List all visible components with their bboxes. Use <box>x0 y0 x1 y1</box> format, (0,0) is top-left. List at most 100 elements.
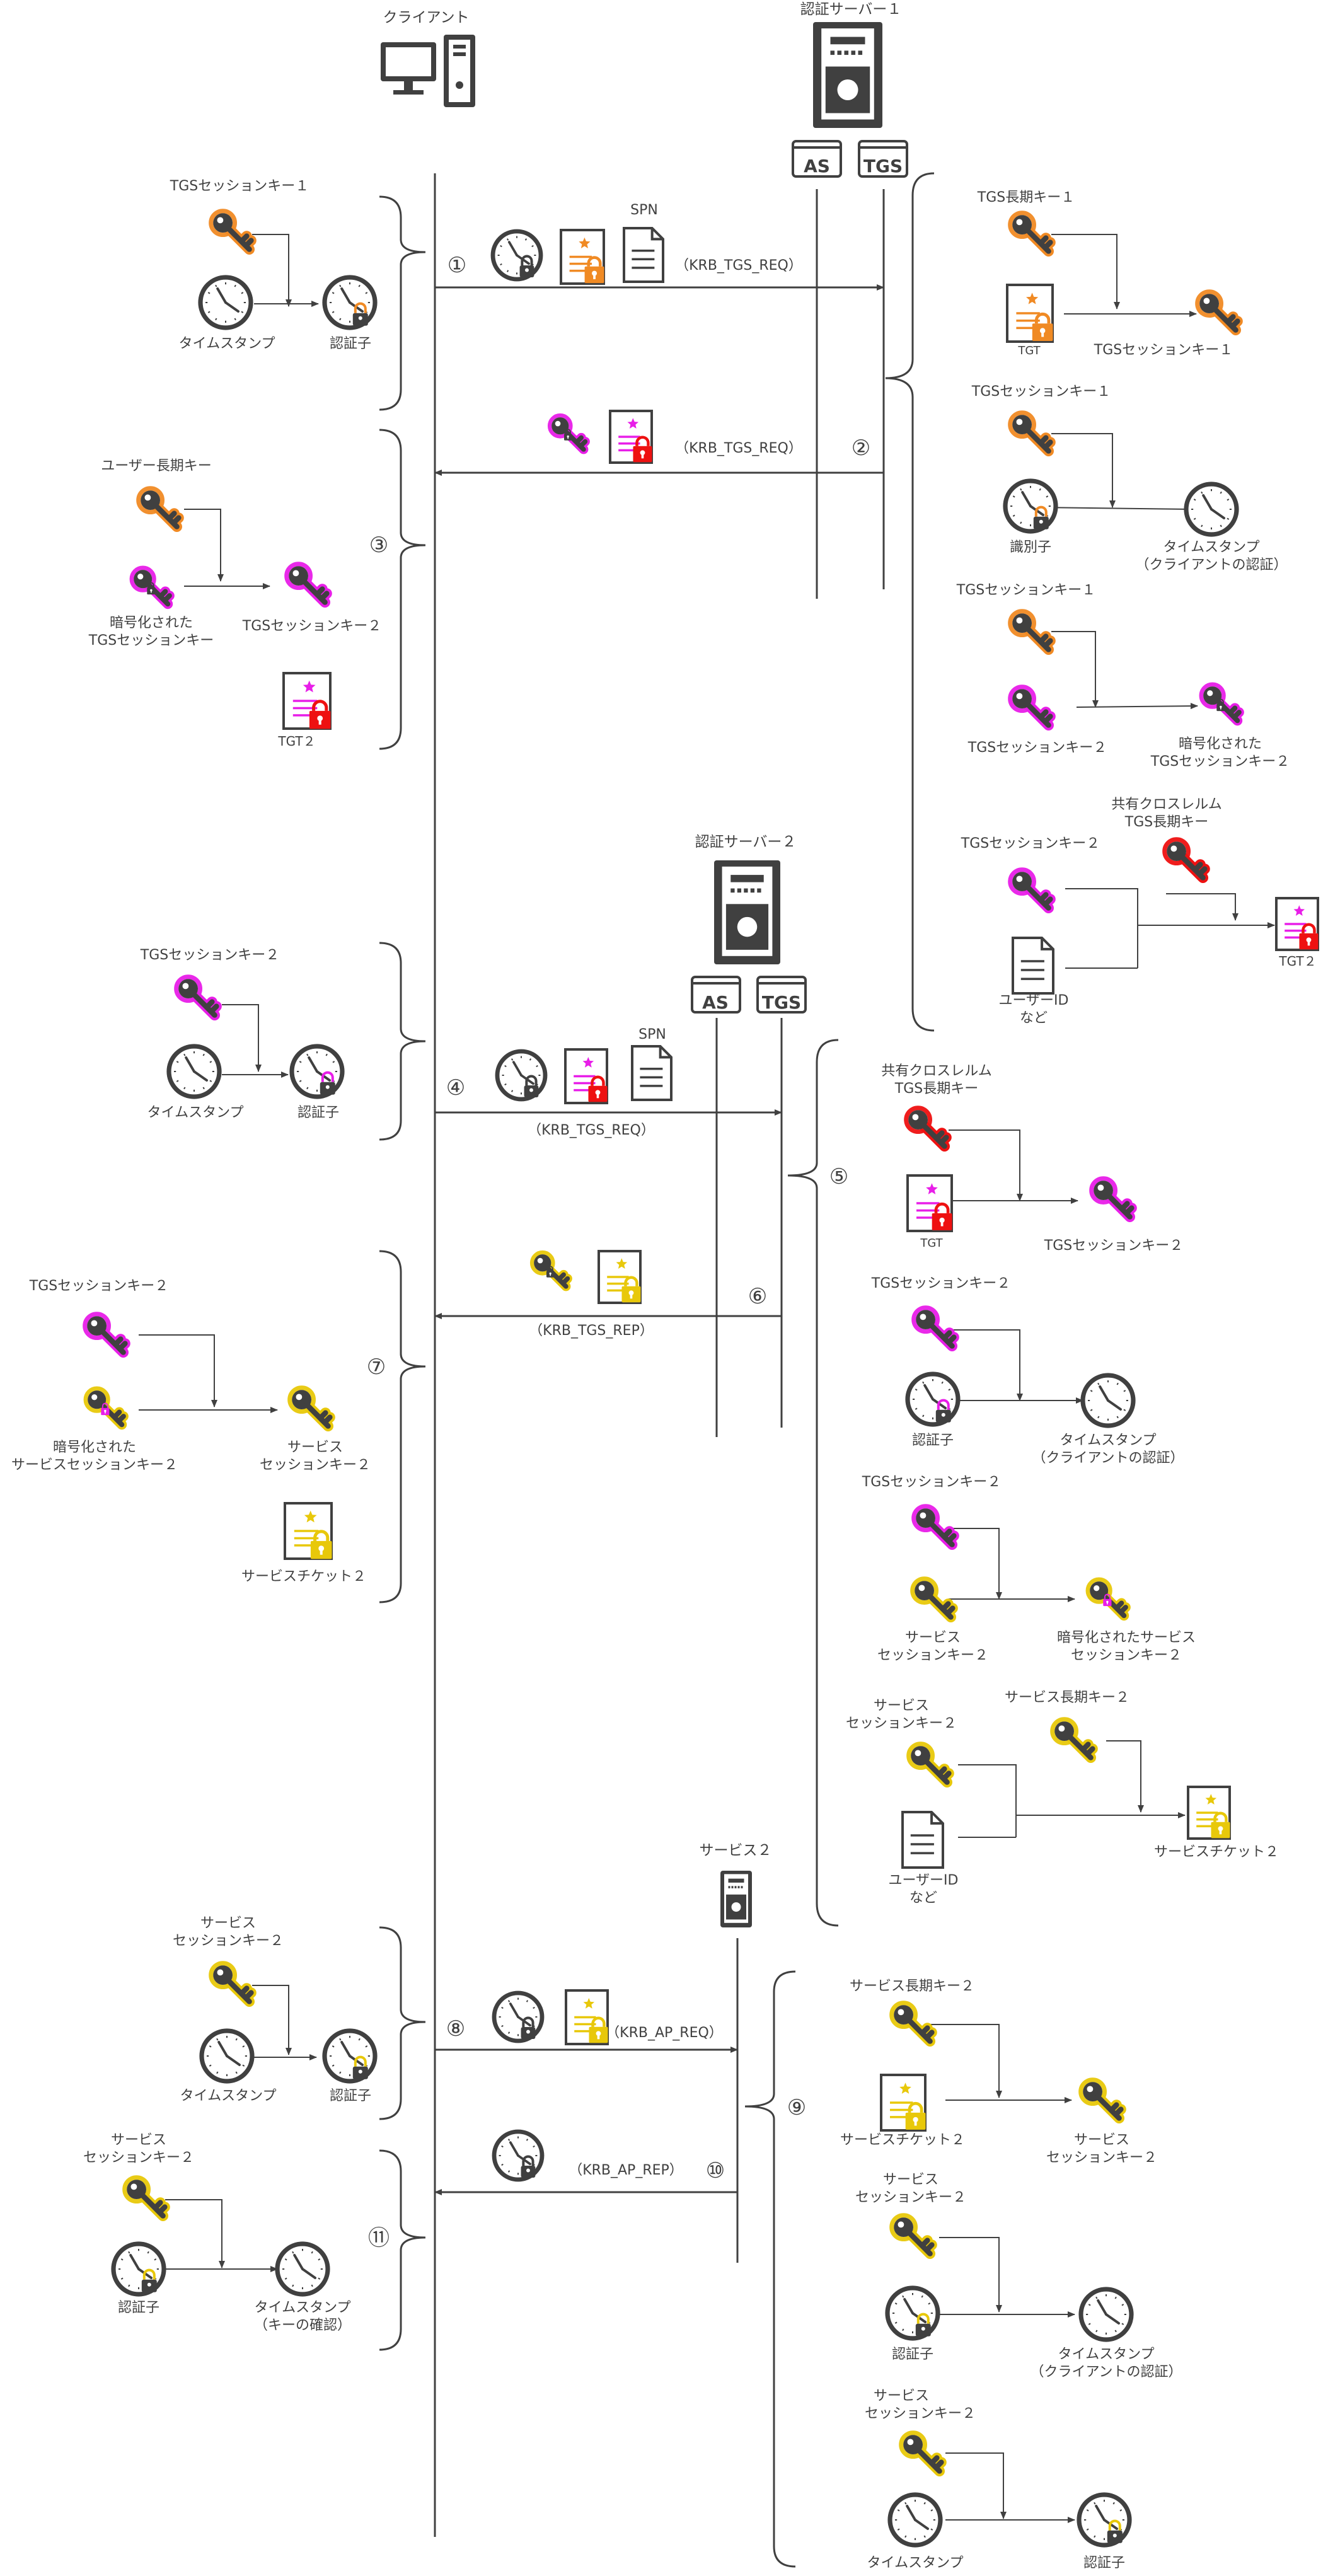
label-r4-out: TGT２ <box>1278 954 1316 969</box>
tgs1-label: TGS <box>863 156 903 176</box>
label-p1-cross2: TGS長期キー <box>894 1081 978 1097</box>
msg-8-label: （KRB_AP_REQ） <box>606 2025 723 2041</box>
msg-5-num: ⑤ <box>829 1164 848 1189</box>
tab-icon-tgs2 <box>756 976 807 1014</box>
label-p3-out2: セッションキー２ <box>1071 1648 1182 1663</box>
label-p2-key: TGSセッションキー２ <box>871 1276 1010 1291</box>
key-icon-q2 <box>889 2213 937 2259</box>
clock-icon-m10 <box>492 2129 545 2182</box>
label-s1-key: TGSセッションキー１ <box>170 178 309 194</box>
key-icon-p4-long <box>1050 1717 1098 1763</box>
label-r3-out2: TGSセッションキー２ <box>1150 754 1290 770</box>
clock-icon-p2-out <box>1080 1373 1136 1428</box>
key-icon-r2 <box>1008 410 1056 456</box>
brace-s3 <box>379 429 426 750</box>
clock-icon-r2-id <box>1003 478 1058 534</box>
label-q1-long: サービス長期キー２ <box>850 1978 974 1994</box>
key-icon-m6 <box>529 1250 572 1291</box>
label-q1-ticket: サービスチケット２ <box>840 2132 965 2148</box>
key-icon-s11 <box>122 2175 170 2221</box>
label-s7-out2: セッションキー２ <box>260 1457 371 1473</box>
label-r1-out: TGSセッションキー１ <box>1094 342 1233 358</box>
label-q1-out2: セッションキー２ <box>1046 2150 1157 2166</box>
key-icon-p1-cross <box>904 1106 952 1152</box>
brace-s8 <box>379 1926 426 2120</box>
clock-icon-s4-ts <box>166 1044 222 1099</box>
label-q1-out1: サービス <box>1074 2132 1129 2148</box>
label-s4-auth: 認証子 <box>297 1105 339 1121</box>
key-icon-p1-out <box>1089 1176 1137 1222</box>
key-icon-r3-key2 <box>1008 684 1056 731</box>
icon-layer <box>83 22 1319 2548</box>
clock-icon-s11-auth <box>111 2241 166 2297</box>
clock-icon-s8-ts <box>199 2028 255 2084</box>
clock-icon-m4 <box>495 1049 548 1102</box>
key-icon-p3 <box>911 1504 959 1550</box>
label-s7-enc1: 暗号化された <box>53 1440 136 1455</box>
label-s8-auth: 認証子 <box>330 2088 371 2104</box>
label-q2-out2: （クライアントの認証） <box>1030 2364 1182 2380</box>
clock-icon-m8 <box>492 1990 545 2043</box>
msg-6-num: ⑥ <box>748 1284 767 1309</box>
ticket-icon-m4 <box>564 1048 608 1104</box>
key-icon-r4 <box>1008 867 1056 913</box>
key-icon-q1-out <box>1078 2077 1126 2123</box>
label-p4-user1: ユーザーID <box>889 1873 959 1888</box>
key-icon-r3-out <box>1199 682 1244 726</box>
key-icon-s1 <box>209 209 257 255</box>
key-icon-s4 <box>174 974 222 1020</box>
label-p4-svc1: サービス <box>874 1698 929 1714</box>
key-icon-s3-user <box>136 486 184 532</box>
key-icon-s8 <box>209 1961 257 2007</box>
msg-11-num: ⑪ <box>368 2226 390 2251</box>
label-s3-enc2: TGSセッションキー <box>88 633 214 649</box>
key-icon-p2 <box>911 1305 959 1351</box>
ticket-icon-q1 <box>880 2074 927 2132</box>
label-q2-key2: セッションキー２ <box>855 2190 966 2205</box>
ticket-icon-p1-tgt <box>906 1174 953 1232</box>
label-q3-auth: 認証子 <box>1083 2555 1125 2571</box>
text-labels: クライアント 認証サーバー１ 認証サーバー２ サービス２ AS TGS AS T… <box>11 1 1317 2571</box>
label-p2-out2: （クライアントの認証） <box>1032 1450 1184 1466</box>
clock-icon-q2-auth <box>885 2285 940 2341</box>
label-p4-long: サービス長期キー２ <box>1005 1690 1129 1706</box>
msg-4-label: （KRB_TGS_REQ） <box>528 1123 655 1138</box>
label-r2-out2: （クライアントの認証） <box>1135 557 1287 573</box>
msg-2-num: ② <box>852 436 870 461</box>
msg-2-label: （KRB_TGS_REQ） <box>675 441 802 456</box>
label-r4-cross2: TGS長期キー <box>1124 814 1208 830</box>
message-arrows <box>434 284 884 2195</box>
label-p1-cross1: 共有クロスレルム <box>881 1063 992 1079</box>
brace-q1 <box>744 1970 796 2568</box>
key-icon-p3-svc <box>910 1576 958 1622</box>
label-p4-user2: など <box>909 1890 937 1906</box>
label-r3-out1: 暗号化された <box>1179 736 1262 752</box>
document-icon-r4 <box>1012 937 1054 995</box>
clock-icon-q2-out <box>1078 2287 1134 2342</box>
msg-10-num: ⑩ <box>706 2158 725 2183</box>
document-icon-p4 <box>901 1811 944 1869</box>
msg-8-num: ⑧ <box>446 2016 465 2042</box>
service-2-title: サービス２ <box>700 1842 772 1859</box>
label-q2-out1: タイムスタンプ <box>1058 2347 1155 2362</box>
ticket-icon-m6 <box>598 1250 642 1304</box>
auth-server-1-title: 認証サーバー１ <box>800 1 902 18</box>
ticket-icon-s7-ticket <box>284 1502 333 1560</box>
label-s11-out1: タイムスタンプ <box>255 2300 351 2316</box>
key-icon-m2 <box>547 413 590 454</box>
clock-icon-q3-auth <box>1077 2492 1132 2548</box>
msg-1-num: ① <box>447 253 466 278</box>
label-q2-auth: 認証子 <box>892 2347 933 2362</box>
ticket-icon-p4-out <box>1187 1786 1231 1840</box>
key-icon-s7-tgs <box>83 1312 130 1358</box>
server-icon-auth-2 <box>714 860 780 964</box>
label-s11-auth: 認証子 <box>118 2300 159 2316</box>
label-p4-svc2: セッションキー２ <box>846 1716 957 1731</box>
computer-icon <box>381 35 475 107</box>
label-s8-ts: タイムスタンプ <box>180 2088 277 2104</box>
msg-7-num: ⑦ <box>367 1354 386 1380</box>
label-q3-key1: サービス <box>874 2388 929 2404</box>
label-p3-svc1: サービス <box>905 1630 961 1646</box>
label-q3-ts: タイムスタンプ <box>867 2555 964 2571</box>
